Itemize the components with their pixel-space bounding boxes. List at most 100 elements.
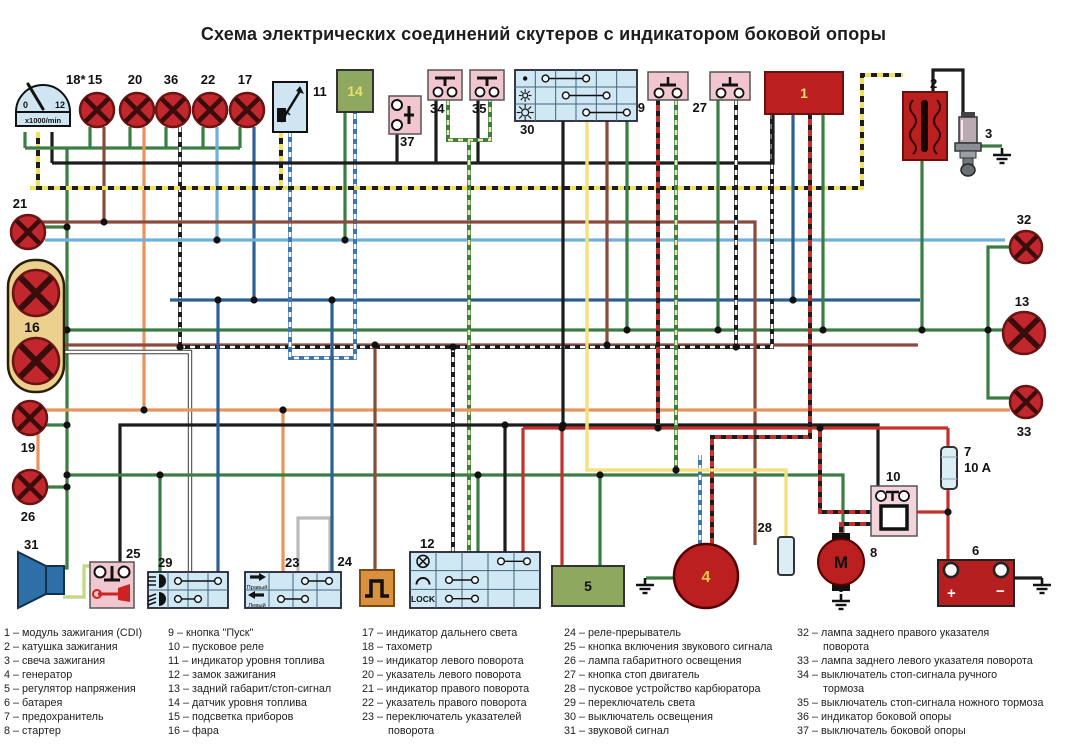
- component-9: 9: [638, 71, 689, 115]
- component-label: 2: [930, 76, 937, 91]
- component-label: 33: [1017, 424, 1031, 439]
- starter-motor: [832, 533, 850, 542]
- junction-dot: [371, 341, 379, 349]
- component-label: 34: [430, 101, 445, 116]
- junction-dot: [63, 471, 71, 479]
- junction-dot: [156, 471, 164, 479]
- legend-item: 18 – тахометр: [362, 641, 433, 654]
- component-24: 24: [338, 554, 395, 607]
- junction-dot: [789, 296, 797, 304]
- arrow-direction-label: Левый: [248, 602, 266, 609]
- wire: [52, 115, 775, 165]
- legend-column-3: 17 – индикатор дальнего света 18 – тахоме…: [362, 626, 562, 738]
- legend-item: 17 – индикатор дальнего света: [362, 627, 518, 639]
- component-14: 14: [336, 69, 374, 113]
- junction-dot: [984, 326, 992, 334]
- component-label: +: [947, 585, 956, 602]
- wire: [288, 112, 357, 360]
- legend-item: 11 – индикатор уровня топлива: [168, 655, 325, 668]
- wire: [64, 350, 192, 572]
- ground-symbol: [993, 148, 1011, 165]
- component-label: 15: [88, 72, 102, 87]
- horn-speaker: [17, 550, 47, 610]
- component-label: 4: [702, 569, 711, 586]
- legend-item: 13 – задний габарит/стоп-сигнал: [168, 683, 332, 696]
- component-label: 17: [238, 72, 252, 87]
- generator-body: [672, 542, 740, 610]
- component-label: 32: [1017, 212, 1031, 227]
- legend-item: 22 – указатель правого поворота: [362, 697, 527, 710]
- tachometer-dial: [14, 84, 72, 113]
- legend-item: 27 – кнопка стоп двигатель: [564, 669, 700, 682]
- right-arrow-icon: Правый: [246, 573, 268, 591]
- wire: [818, 428, 871, 514]
- indicator-dot-icon: [522, 76, 528, 81]
- component-label: 29: [158, 555, 172, 570]
- component-label: 12: [55, 100, 65, 110]
- component-label: 37: [400, 134, 414, 149]
- component-label: 13: [1015, 294, 1029, 309]
- legend-item: 12 – замок зажигания: [168, 669, 276, 682]
- legend-item: 2 – катушка зажигания: [4, 641, 118, 654]
- component-28: 28: [758, 520, 795, 576]
- component-label: 24: [338, 554, 353, 569]
- wire: [931, 68, 965, 112]
- legend-item: 7 – предохранитель: [4, 711, 104, 724]
- component-10: 10: [870, 469, 918, 537]
- junction-dot: [732, 343, 740, 351]
- component-label: 12: [420, 536, 434, 551]
- component-7: 10 A7: [940, 444, 992, 490]
- component-27: 27: [693, 71, 751, 115]
- legend-item: 8 – стартер: [4, 725, 61, 738]
- legend-item: 31 – звуковой сигнал: [564, 725, 669, 738]
- component-31: 31: [17, 537, 65, 610]
- component-36: 36: [154, 72, 192, 129]
- legend-item: 23 – переключатель указателей поворота: [362, 711, 522, 738]
- component-label: 11: [313, 84, 327, 99]
- component-1: 1: [764, 71, 844, 115]
- wire: [296, 516, 332, 572]
- component-label: 8: [870, 545, 877, 560]
- wire: [118, 423, 880, 562]
- component-3: 3: [954, 112, 992, 177]
- component-label: 28: [758, 520, 772, 535]
- component-13: 13: [1001, 294, 1047, 356]
- wire: [67, 473, 845, 540]
- component-22: 22: [191, 72, 229, 129]
- junction-dot: [449, 343, 457, 351]
- choke-body: [777, 536, 795, 576]
- ground-symbol: [832, 594, 850, 611]
- legend-item: 37 – выключатель боковой опоры: [797, 725, 966, 738]
- component-16: 16: [6, 258, 66, 394]
- component-8: M8: [817, 533, 877, 591]
- component-4: 4: [672, 542, 740, 610]
- component-label: 10 A: [964, 460, 992, 475]
- component-label: 22: [201, 72, 215, 87]
- component-label: x1000/min: [25, 116, 62, 125]
- wire: [18, 220, 757, 545]
- component-label: 19: [21, 440, 35, 455]
- component-label: 9: [638, 100, 645, 115]
- junction-dot: [213, 236, 221, 244]
- component-30: 30: [514, 69, 638, 137]
- left-arrow-icon: Левый: [248, 591, 266, 609]
- green-box: [551, 565, 625, 607]
- junction-dot: [100, 218, 108, 226]
- component-label: 23: [285, 555, 299, 570]
- sun-icon: [516, 104, 534, 121]
- component-label: 1: [800, 85, 808, 101]
- component-17: 17: [228, 72, 266, 129]
- junction-dot: [328, 296, 336, 304]
- component-11: 11: [272, 81, 327, 133]
- wire: [986, 245, 1010, 400]
- component-label: 25: [126, 546, 140, 561]
- component-label: 6: [972, 543, 979, 558]
- legend-item: 9 – кнопка "Пуск": [168, 627, 254, 639]
- legend-item: 15 – подсветка приборов: [168, 711, 294, 724]
- component-label: 31: [24, 537, 38, 552]
- component-label: 14: [347, 83, 363, 99]
- legend-item: 32 – лампа заднего правого указателя пов…: [797, 627, 990, 654]
